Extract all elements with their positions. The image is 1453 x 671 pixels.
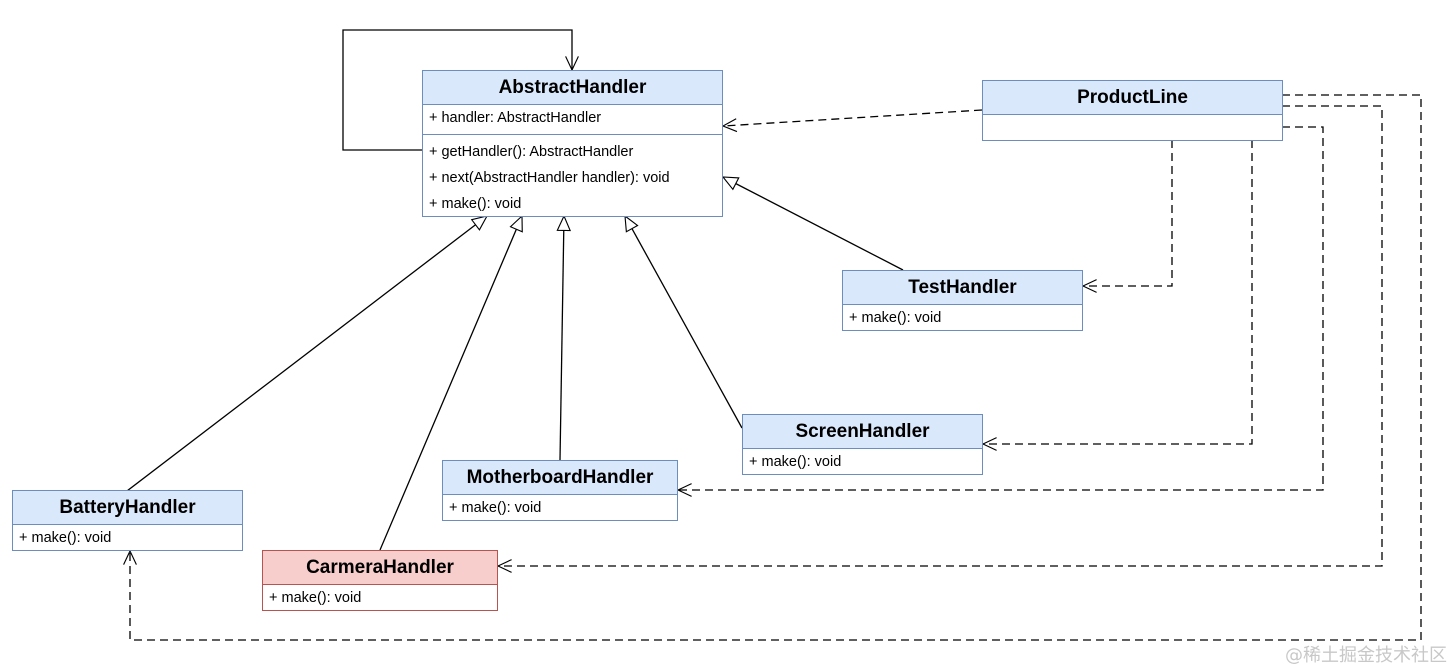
class-carmera-handler[interactable]: CarmeraHandler + make(): void <box>262 550 498 611</box>
inheritance-edge-test <box>723 177 904 271</box>
self-aggregation-edge <box>342 29 572 150</box>
method-make: + make(): void <box>19 530 112 546</box>
methods-test-handler: + make(): void <box>843 305 1082 331</box>
dependency-edge-battery <box>130 94 1422 641</box>
method-make: + make(): void <box>449 500 542 516</box>
method-next: + next(AbstractHandler handler): void <box>429 170 670 186</box>
class-name-test-handler: TestHandler <box>843 271 1082 305</box>
inheritance-edge-motherboard <box>560 216 564 461</box>
class-product-line[interactable]: ProductLine <box>982 80 1283 141</box>
class-abstract-handler[interactable]: AbstractHandler + handler: AbstractHandl… <box>422 70 723 217</box>
watermark: @稀土掘金技术社区 <box>1285 645 1447 666</box>
inheritance-edge-battery <box>126 216 487 492</box>
class-name-screen-handler: ScreenHandler <box>743 415 982 449</box>
dependency-edge-motherboard <box>678 126 1324 490</box>
attributes-abstract-handler: + handler: AbstractHandler <box>423 105 722 135</box>
dependency-edge-test <box>1083 140 1173 286</box>
dependency-edge-carmera <box>498 105 1383 566</box>
method-make: + make(): void <box>269 590 362 606</box>
class-motherboard-handler[interactable]: MotherboardHandler + make(): void <box>442 460 678 521</box>
dependency-edge-abstract <box>723 109 983 126</box>
methods-battery-handler: + make(): void <box>13 525 242 551</box>
class-screen-handler[interactable]: ScreenHandler + make(): void <box>742 414 983 475</box>
method-make: + make(): void <box>849 310 942 326</box>
dependency-edge-screen <box>983 140 1253 444</box>
class-name-motherboard-handler: MotherboardHandler <box>443 461 677 495</box>
class-name-battery-handler: BatteryHandler <box>13 491 242 525</box>
class-name-abstract-handler: AbstractHandler <box>423 71 722 105</box>
inheritance-edge-carmera <box>379 216 522 551</box>
method-make: + make(): void <box>749 454 842 470</box>
methods-abstract-handler: + getHandler(): AbstractHandler + next(A… <box>423 135 722 217</box>
method-get-handler: + getHandler(): AbstractHandler <box>429 144 634 160</box>
methods-motherboard-handler: + make(): void <box>443 495 677 521</box>
inheritance-edge-screen <box>625 216 743 429</box>
class-name-carmera-handler: CarmeraHandler <box>263 551 497 585</box>
class-test-handler[interactable]: TestHandler + make(): void <box>842 270 1083 331</box>
methods-carmera-handler: + make(): void <box>263 585 497 611</box>
class-name-product-line: ProductLine <box>983 81 1282 115</box>
methods-screen-handler: + make(): void <box>743 449 982 475</box>
attribute-handler: + handler: AbstractHandler <box>429 110 602 126</box>
class-battery-handler[interactable]: BatteryHandler + make(): void <box>12 490 243 551</box>
method-make: + make(): void <box>429 196 522 212</box>
